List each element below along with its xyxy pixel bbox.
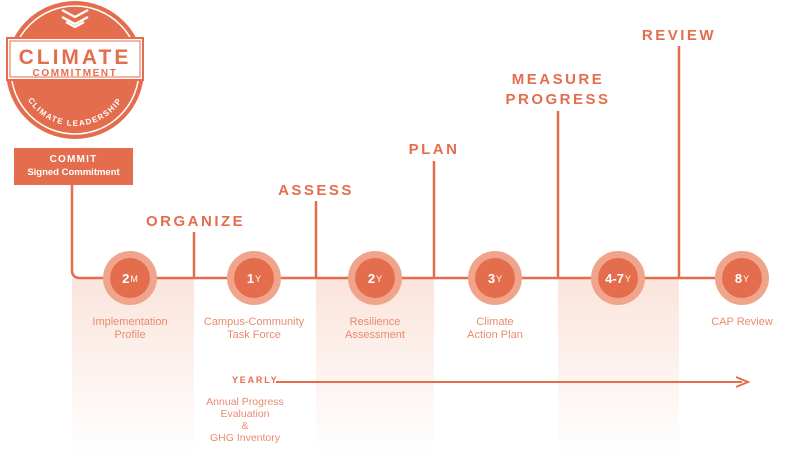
climate-commitment-logo: CLIMATE COMMITMENT CLIMATE LEADERSHIP [0,0,150,142]
shade-band-3 [558,278,679,454]
yearly-arrow-head [735,376,751,388]
stage-review: REVIEW [641,27,717,44]
milestone-num: 4-7 [605,270,624,286]
caption-resilience-assessment: Resilience Assessment [345,316,405,341]
milestone-num: 2 [367,270,376,286]
yearly-label: YEARLY [232,375,279,385]
shade-band-1 [72,278,194,454]
caption-climate-action-plan: Climate Action Plan [467,316,523,341]
milestone-num: 1 [246,270,255,286]
milestone-num: 8 [734,270,743,286]
logo-graphic: CLIMATE COMMITMENT CLIMATE LEADERSHIP [6,1,144,139]
shade-band-2 [316,278,434,454]
commit-box: COMMIT Signed Commitment [14,148,133,185]
milestone-unit: Y [496,274,503,284]
milestone-num: 2 [122,270,130,286]
commit-subtitle: Signed Commitment [27,167,120,178]
logo-line1: CLIMATE [19,46,132,69]
commit-connector [70,185,760,280]
milestone-unit: Y [376,274,383,284]
commit-title: COMMIT [49,154,98,165]
stage-assess: ASSESS [278,182,354,199]
logo-emblem-icon [61,8,89,29]
annual-progress-text: Annual Progress Evaluation & GHG Invento… [206,396,284,444]
milestone-num: 3 [487,270,496,286]
stage-organize: ORGANIZE [146,213,246,230]
milestone-unit: Y [624,274,631,284]
caption-implementation-profile: Implementation Profile [92,316,168,341]
milestone-unit: M [130,274,138,284]
caption-task-force: Campus-Community Task Force [203,316,305,341]
milestone-unit: Y [743,274,750,284]
caption-cap-review: CAP Review [711,316,773,328]
stage-measure-progress: MEASURE PROGRESS [505,71,611,108]
stage-plan: PLAN [408,141,460,158]
milestone-unit: Y [255,274,262,284]
logo-line2: COMMITMENT [33,68,118,79]
